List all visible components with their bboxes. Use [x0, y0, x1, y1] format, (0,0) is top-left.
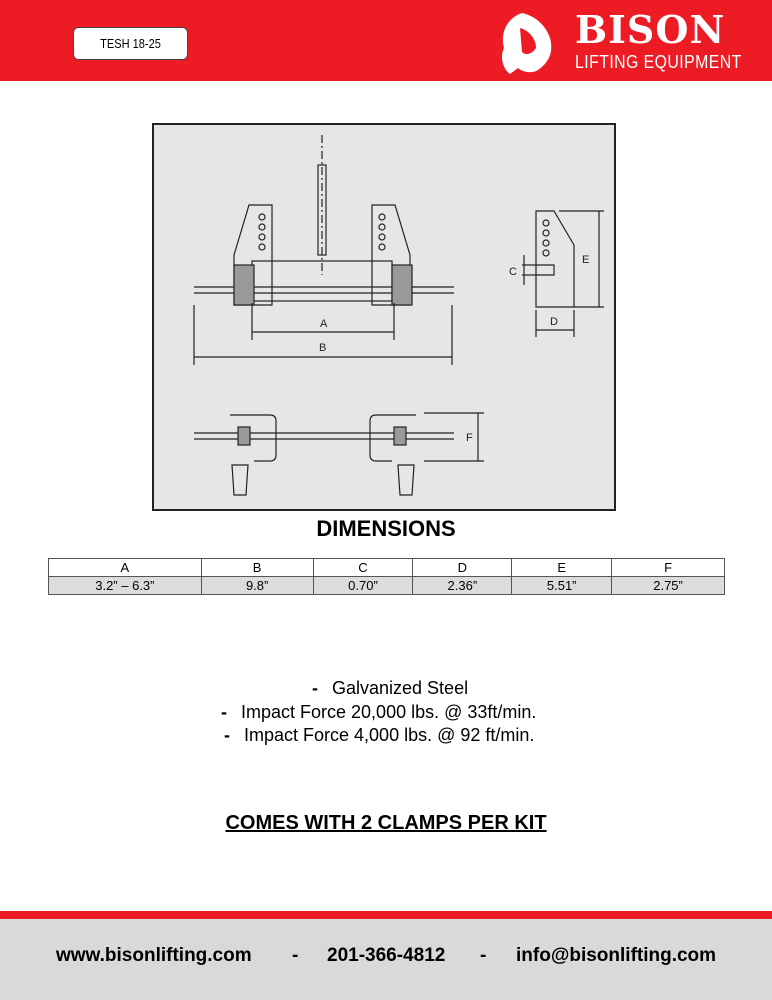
value-cell: 2.75” — [611, 576, 725, 595]
phone-number[interactable]: 201-366-4812 — [327, 945, 446, 966]
dim-e-label: E — [582, 254, 589, 266]
value-cell: 9.8” — [200, 576, 314, 595]
header-cell: F — [611, 558, 725, 577]
header-bar: TESH 18-25 BISON LIFTING EQUIPMENT — [0, 0, 772, 81]
dim-f-label: F — [466, 432, 473, 444]
header-cell: C — [312, 558, 414, 577]
value-cell: 0.70” — [312, 576, 414, 595]
dim-a-label: A — [320, 318, 328, 330]
feature-item: -Impact Force 20,000 lbs. @ 33ft/min. — [221, 702, 537, 722]
header-cell: D — [412, 558, 513, 577]
header-cell: A — [48, 558, 202, 577]
website-link[interactable]: www.bisonlifting.com — [56, 945, 252, 966]
separator: - — [480, 945, 487, 966]
value-cell: 2.36” — [412, 576, 513, 595]
table-row: 3.2” – 6.3” 9.8” 0.70” 2.36” 5.51” 2.75” — [48, 576, 725, 595]
dim-b-label: B — [319, 342, 326, 354]
brand-tagline: LIFTING EQUIPMENT — [575, 52, 742, 72]
brand-name: BISON — [575, 7, 726, 52]
dim-d-label: D — [550, 316, 558, 328]
footer: www.bisonlifting.com - 201-366-4812 - in… — [0, 919, 772, 1000]
dimensions-title: DIMENSIONS — [316, 516, 456, 541]
table-header-row: A B C D E F — [48, 558, 725, 577]
model-label: TESH 18-25 — [73, 27, 188, 60]
dim-c-label: C — [509, 266, 517, 278]
email-link[interactable]: info@bisonlifting.com — [516, 945, 717, 966]
header-cell: B — [200, 558, 314, 577]
technical-drawing: A B E C D F — [152, 123, 616, 511]
header-cell: E — [511, 558, 613, 577]
kit-note: COMES WITH 2 CLAMPS PER KIT — [225, 812, 547, 834]
feature-item: -Impact Force 4,000 lbs. @ 92 ft/min. — [224, 725, 535, 745]
value-cell: 3.2” – 6.3” — [48, 576, 202, 595]
dimensions-table: A B C D E F 3.2” – 6.3” 9.8” 0.70” 2.36”… — [48, 558, 725, 595]
value-cell: 5.51” — [511, 576, 613, 595]
feature-item: -Galvanized Steel — [312, 678, 469, 698]
bison-logo-icon — [502, 13, 552, 74]
footer-divider — [0, 911, 772, 919]
separator: - — [292, 945, 299, 966]
